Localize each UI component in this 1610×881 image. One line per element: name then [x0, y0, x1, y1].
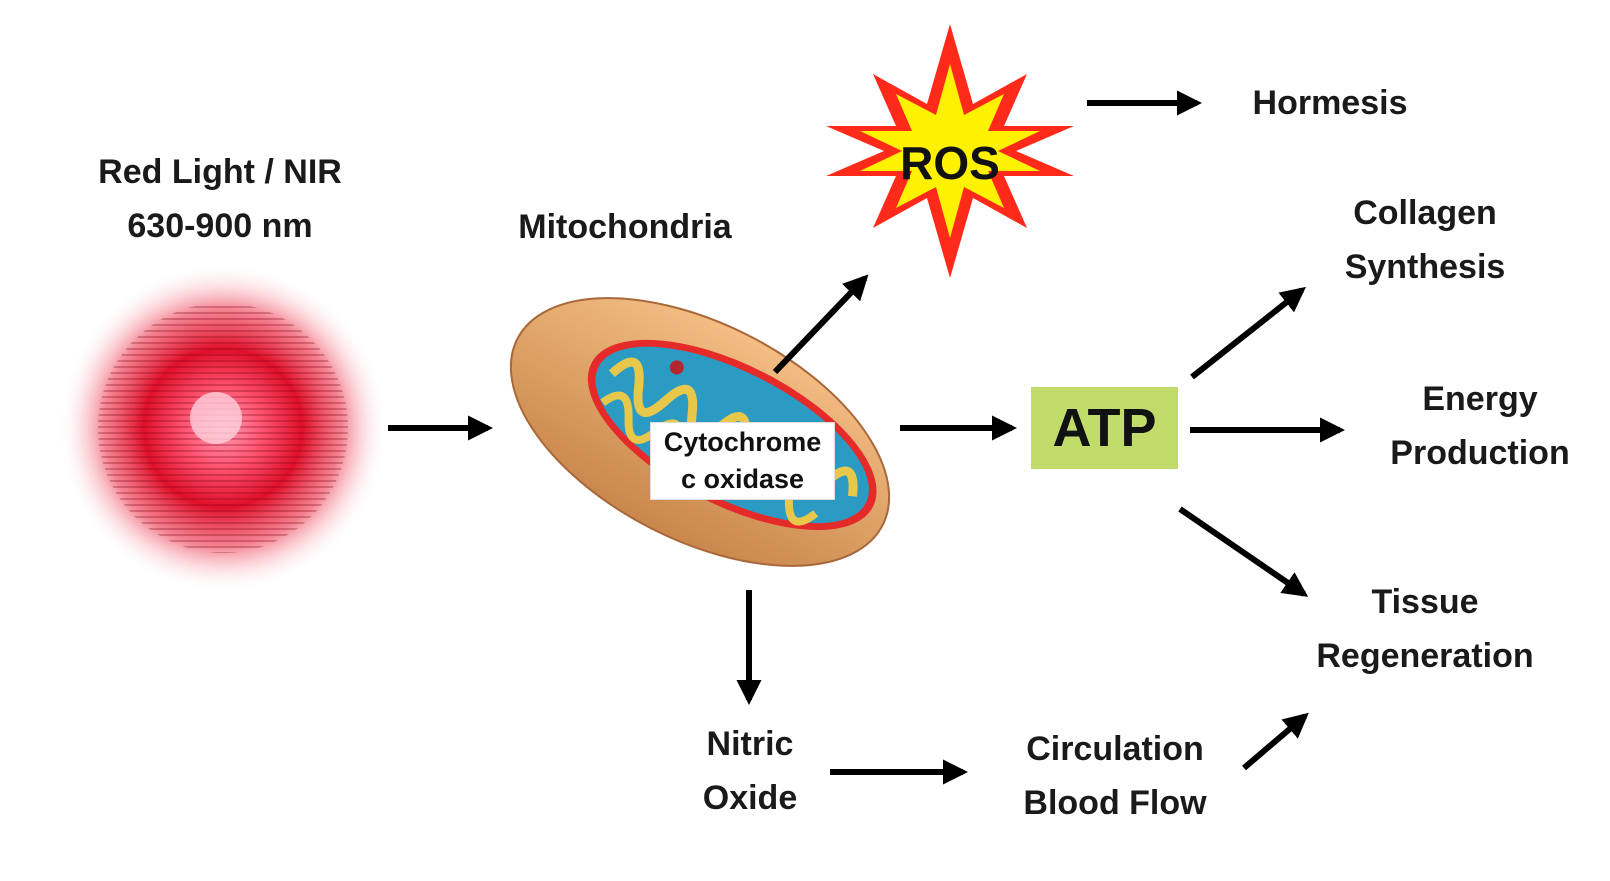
- hormesis-label-text: Hormesis: [1252, 84, 1408, 122]
- hormesis-label: Hormesis: [1220, 76, 1440, 130]
- light-source-label-line2: 630-900 nm: [127, 207, 313, 245]
- nitric-oxide-label: Nitric Oxide: [655, 717, 845, 825]
- arrow-circulation-to-tissue: [1242, 712, 1309, 771]
- cytochrome-label-line1: Cytochrome: [663, 427, 822, 457]
- circulation-label: Circulation Blood Flow: [1000, 722, 1230, 830]
- energy-production-label: Energy Production: [1365, 372, 1595, 480]
- arrow-mito-to-ros: [772, 274, 869, 375]
- mitochondria-label-text: Mitochondria: [518, 208, 732, 246]
- energy-label-line1: Energy: [1422, 380, 1538, 418]
- tissue-label-line1: Tissue: [1371, 583, 1479, 621]
- nitric-oxide-line1: Nitric: [706, 725, 794, 763]
- tissue-regeneration-label: Tissue Regeneration: [1290, 575, 1560, 683]
- collagen-synthesis-label: Collagen Synthesis: [1300, 186, 1550, 294]
- circulation-line1: Circulation: [1026, 730, 1204, 768]
- light-source-label-line1: Red Light / NIR: [98, 153, 342, 191]
- mitochondria-label: Mitochondria: [480, 200, 770, 254]
- arrow-atp-to-collagen: [1190, 286, 1306, 380]
- collagen-label-line1: Collagen: [1353, 194, 1497, 232]
- atp-box-bg: [1031, 387, 1178, 469]
- tissue-label-line2: Regeneration: [1316, 637, 1534, 675]
- ros-label: ROS: [900, 137, 1000, 189]
- cytochrome-label-line2: c oxidase: [680, 464, 805, 494]
- collagen-label-line2: Synthesis: [1344, 248, 1506, 286]
- atp-label: ATP: [1052, 398, 1157, 458]
- circulation-line2: Blood Flow: [1023, 784, 1207, 822]
- ros-starburst-icon: [826, 24, 1074, 278]
- energy-label-line2: Production: [1390, 434, 1570, 472]
- red-light-source-icon: [58, 263, 388, 593]
- arrow-atp-to-tissue: [1178, 506, 1309, 597]
- cytochrome-c-oxidase-box: Cytochrome c oxidase: [650, 422, 835, 500]
- light-source-label: Red Light / NIR 630-900 nm: [60, 145, 380, 253]
- nitric-oxide-line2: Oxide: [702, 779, 798, 817]
